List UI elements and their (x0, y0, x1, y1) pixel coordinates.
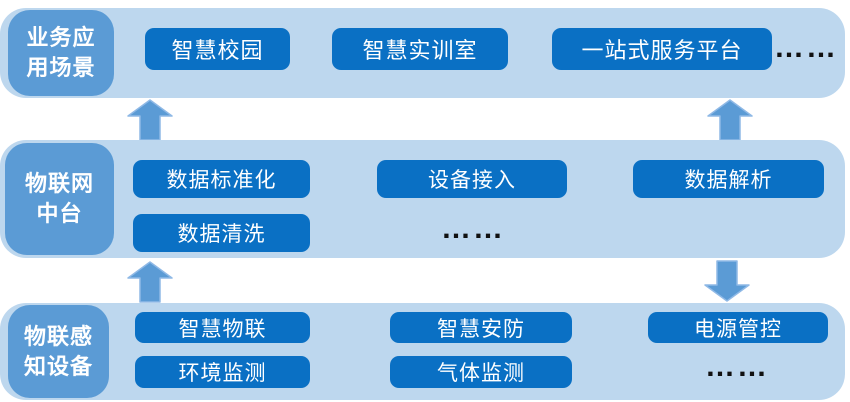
band-label-line: 物联网 (24, 171, 94, 197)
node-smart-training-room: 智慧实训室 (332, 28, 508, 70)
arrow-up-left-middle-to-top (127, 99, 173, 141)
node-device-access: 设备接入 (377, 160, 567, 198)
arrow-down-right-middle-to-bottom (704, 260, 750, 302)
arrow-up-left-bottom-to-middle (127, 261, 173, 303)
node-data-parsing: 数据解析 (633, 160, 824, 198)
band-label-line: 知设备 (23, 353, 93, 379)
node-environment-monitoring: 环境监测 (135, 356, 310, 388)
node-one-stop-service-platform: 一站式服务平台 (552, 28, 772, 70)
node-data-cleaning: 数据清洗 (133, 214, 310, 252)
band-label-line: 物联感 (23, 323, 93, 349)
node-smart-security: 智慧安防 (390, 312, 572, 343)
node-data-standardization: 数据标准化 (133, 160, 310, 198)
band-label-line: 中台 (36, 201, 83, 226)
band-iot-middle-platform (0, 140, 845, 258)
band-label-line: 业务应 (26, 25, 96, 51)
node-smart-campus: 智慧校园 (145, 28, 290, 70)
node-smart-iot: 智慧物联 (135, 312, 310, 343)
ellipsis-more-platform-capabilities: …… (441, 212, 505, 245)
band-label-iot-middle-platform: 物联网 中台 (5, 143, 114, 255)
ellipsis-more-scenarios: …… (774, 31, 838, 64)
arrow-up-right-middle-to-top (707, 99, 753, 141)
node-power-management: 电源管控 (648, 312, 828, 343)
band-label-application-scenarios: 业务应 用场景 (8, 10, 114, 96)
band-label-iot-sensing-devices: 物联感 知设备 (8, 305, 109, 398)
ellipsis-more-devices: …… (705, 350, 769, 383)
node-gas-monitoring: 气体监测 (390, 356, 572, 388)
band-label-line: 用场景 (26, 55, 96, 80)
